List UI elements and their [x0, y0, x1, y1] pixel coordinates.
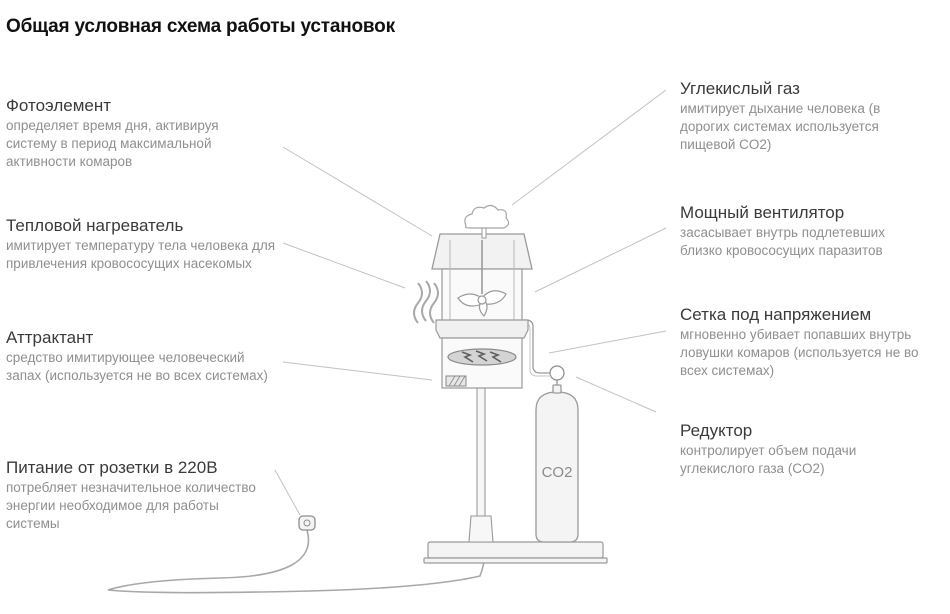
leader-line-fan: [534, 227, 667, 293]
leader-lines: [274, 89, 667, 516]
callout-description: имитирует температуру тела человека для …: [6, 238, 276, 271]
electric-grid-icon: [447, 348, 517, 366]
co2-cylinder: [535, 384, 579, 543]
callout-description: определяет время дня, активируя систему …: [6, 118, 219, 169]
co2-cloud-icon: [464, 204, 510, 229]
callout-description: средство имитирующее человеческий запах …: [6, 350, 268, 383]
trap-base: [423, 541, 608, 564]
fan-icon: [457, 240, 507, 317]
callout-description: потребляет незначительное количество эне…: [6, 480, 256, 531]
callout-title: Углекислый газ: [680, 79, 800, 98]
co2-cylinder-label: CO2: [542, 464, 573, 481]
power-cord: [107, 529, 487, 594]
callout-title: Тепловой нагреватель: [6, 216, 184, 235]
callout-reducer: Редуктор контролирует объем подачи углек…: [680, 420, 950, 478]
co2-outlet: [481, 227, 487, 239]
callout-title: Аттрактант: [6, 328, 94, 347]
callout-description: засасывает внутрь подлетевших близко кро…: [680, 225, 885, 258]
leader-line-reducer: [575, 376, 657, 413]
callout-title: Мощный вентилятор: [680, 203, 845, 222]
leader-line-grid: [548, 330, 667, 354]
leader-line-heater: [282, 242, 406, 289]
leader-line-power: [274, 469, 301, 516]
stand-pole: [468, 387, 494, 543]
leader-line-photoelement: [282, 146, 433, 237]
callout-co2: Углекислый газ имитирует дыхание человек…: [680, 78, 950, 154]
attractant-pad-icon: [445, 375, 467, 387]
callout-title: Редуктор: [680, 421, 753, 440]
callout-title: Сетка под напряжением: [680, 305, 872, 324]
diagram-title: Общая условная схема работы установок: [6, 16, 395, 37]
callout-electric-grid: Сетка под напряжением мгновенно убивает …: [680, 304, 950, 380]
callout-attractant: Аттрактант средство имитирующее человече…: [6, 327, 276, 385]
callout-photoelement: Фотоэлемент определяет время дня, активи…: [6, 95, 276, 171]
callout-title: Фотоэлемент: [6, 96, 112, 115]
callout-description: мгновенно убивает попавших внутрь ловушк…: [680, 327, 919, 378]
power-plug: [298, 515, 316, 531]
leader-line-attractant: [282, 361, 433, 381]
leader-line-co2: [511, 89, 667, 206]
reducer-valve: [549, 365, 565, 385]
callout-fan: Мощный вентилятор засасывает внутрь подл…: [680, 202, 950, 260]
callout-description: контролирует объем подачи углекислого га…: [680, 443, 857, 476]
callout-description: имитирует дыхание человека (в дорогих си…: [680, 101, 881, 152]
callout-heater: Тепловой нагреватель имитирует температу…: [6, 215, 276, 273]
heater-waves: [413, 280, 439, 324]
callout-power: Питание от розетки в 220В потребляет нез…: [6, 457, 276, 533]
callout-title: Питание от розетки в 220В: [6, 458, 218, 477]
